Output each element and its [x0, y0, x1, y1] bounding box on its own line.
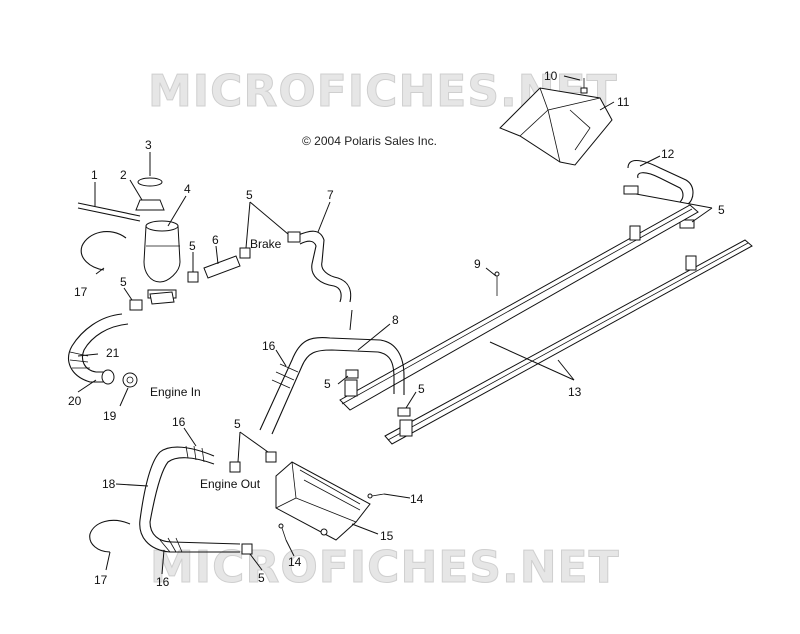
- callout-11: 11: [617, 95, 630, 109]
- callout-18: 18: [102, 477, 116, 491]
- leader-lines: [77, 75, 713, 575]
- clamp-5-engine-out: [229, 461, 241, 473]
- callout-19: 19: [103, 409, 117, 423]
- corrugation-16-mid: [185, 445, 205, 463]
- screw-part-10: [580, 78, 588, 94]
- clamp-5-part6b: [239, 247, 251, 259]
- callout-5-bottom: 5: [258, 571, 265, 585]
- callout-3: 3: [145, 138, 152, 152]
- callout-2: 2: [120, 168, 127, 182]
- strap-part-17-bottom: [89, 519, 131, 553]
- corrugation-16-lower: [159, 537, 183, 553]
- callout-5-left: 5: [120, 275, 127, 289]
- clamp-5-mid-a: [345, 369, 359, 379]
- clamp-part-19: [122, 372, 138, 388]
- callout-17-bottom: 17: [94, 573, 108, 587]
- corrugation-21: [69, 351, 90, 369]
- callout-12: 12: [661, 147, 675, 161]
- callout-5-engine-out: 5: [234, 417, 241, 431]
- clamp-5-bottom: [241, 543, 253, 555]
- callout-5-top-right: 5: [718, 203, 725, 217]
- exchanger-part-15: [275, 461, 371, 541]
- clamp-5-top-left: [623, 185, 639, 195]
- callout-14-bottom: 14: [288, 555, 302, 569]
- label-brake: Brake: [250, 237, 282, 251]
- callout-21: 21: [106, 346, 120, 360]
- clamp-5-left: [129, 299, 143, 311]
- reservoir-part-4: [143, 220, 181, 299]
- watermark-bottom: MICROFICHES.NET: [150, 542, 620, 593]
- callout-9: 9: [474, 257, 481, 271]
- callout-8: 8: [392, 313, 399, 327]
- copyright-text: © 2004 Polaris Sales Inc.: [302, 134, 437, 148]
- clamp-5-part6: [187, 271, 199, 283]
- callout-5-mid-b: 5: [418, 382, 425, 396]
- callout-10: 10: [544, 69, 558, 83]
- callout-5-brake: 5: [246, 188, 253, 202]
- hose-end-20: [101, 369, 115, 385]
- fitting: [149, 291, 175, 305]
- hose-part-18: [139, 446, 240, 553]
- riser-2: [685, 255, 697, 271]
- callout-14-right: 14: [410, 492, 424, 506]
- tube-part-6: [203, 255, 241, 279]
- hose-part-12: [627, 159, 694, 205]
- strap-part-17-top: [80, 231, 127, 271]
- rod-part-1: [77, 202, 141, 217]
- callout-4: 4: [184, 182, 191, 196]
- callout-16-lower: 16: [156, 575, 170, 589]
- callout-6: 6: [212, 233, 219, 247]
- clamp-5-top-right: [679, 219, 695, 229]
- fastener-part-14a: [367, 493, 385, 499]
- callout-7: 7: [327, 188, 334, 202]
- clamp-5-engine-out-b: [265, 451, 277, 463]
- callout-1: 1: [91, 168, 98, 182]
- fastener-part-14b: [278, 523, 287, 541]
- callout-5-mid-a: 5: [324, 377, 331, 391]
- heat-exchanger-part-13: [339, 204, 753, 445]
- riser-4: [399, 419, 413, 437]
- callout-13: 13: [568, 385, 582, 399]
- corrugation-16-upper: [271, 363, 299, 389]
- callout-17-top: 17: [74, 285, 88, 299]
- riser-3: [344, 379, 358, 397]
- hose-part-7: [295, 230, 352, 303]
- clamp-5-brake: [287, 231, 301, 243]
- bracket-part-11: [499, 87, 613, 166]
- hose-part-8: [259, 337, 405, 431]
- cap-part-2: [135, 199, 165, 211]
- callout-16-upper: 16: [262, 339, 276, 353]
- hose-part-20: [68, 313, 123, 383]
- clamp-5-mid-b: [397, 407, 411, 417]
- callout-20: 20: [68, 394, 82, 408]
- seal-part-3: [137, 177, 163, 187]
- label-engine-in: Engine In: [150, 385, 201, 399]
- callout-5-part6: 5: [189, 239, 196, 253]
- riser-1: [629, 225, 641, 241]
- callout-15: 15: [380, 529, 394, 543]
- label-engine-out: Engine Out: [200, 477, 261, 491]
- callout-16-mid: 16: [172, 415, 186, 429]
- rivet-part-9: [494, 271, 500, 296]
